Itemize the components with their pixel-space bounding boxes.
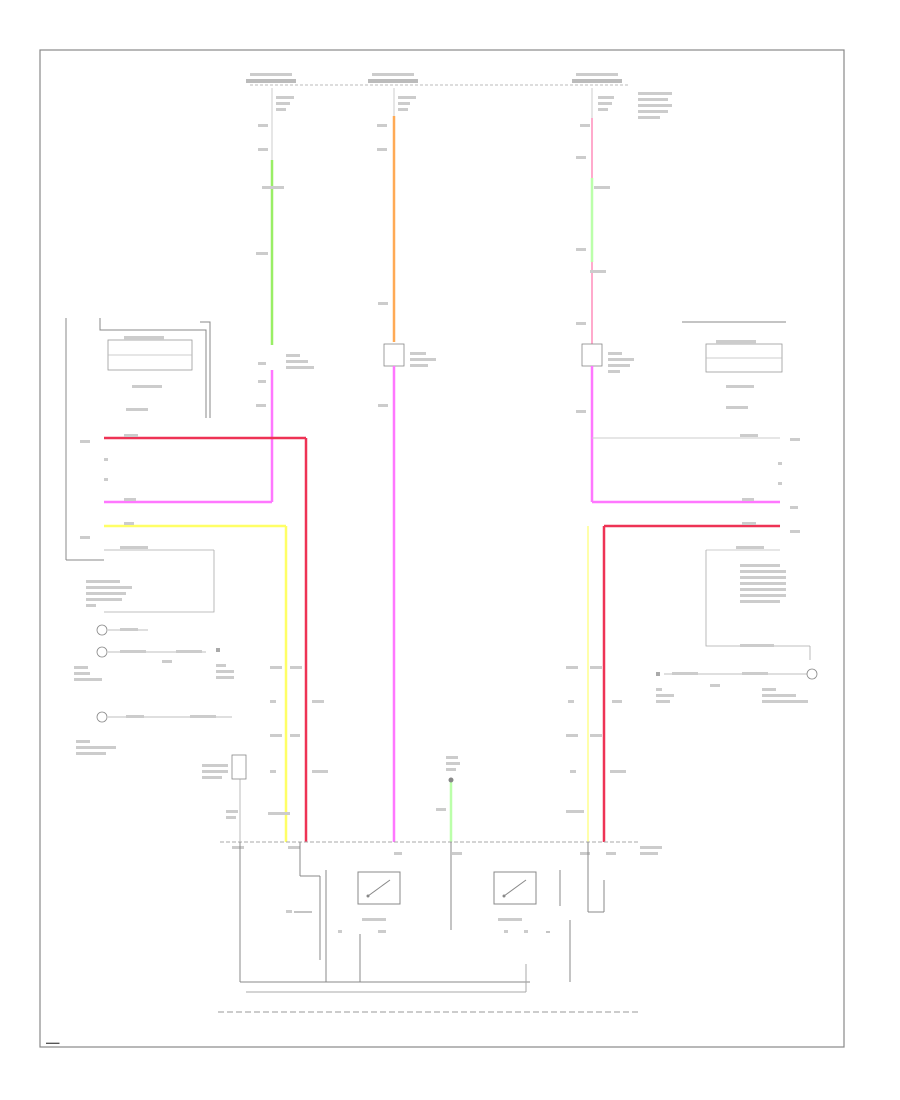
left-seat-switch [65, 318, 211, 561]
right-connector-label [576, 186, 634, 413]
seat-heater-control-unit [239, 842, 605, 993]
right-relay-box [581, 343, 603, 367]
diagram-frame [39, 49, 845, 1048]
right-seat-switch [682, 321, 786, 409]
fuse-label-right [572, 73, 622, 83]
footer-mark: ▬▬▬ [46, 1040, 60, 1045]
ground-point [448, 777, 454, 783]
fuse-text-center [377, 96, 416, 151]
center-relay-box [383, 343, 405, 367]
left-seat-components [74, 550, 247, 842]
left-wire-labels [104, 434, 148, 549]
left-connector-label [256, 186, 314, 407]
fuse-text-left [258, 96, 294, 151]
fuse-label-left [246, 73, 296, 83]
right-wire-labels [736, 434, 800, 549]
right-seat-components [656, 550, 818, 703]
control-unit-pin-labels [232, 846, 662, 855]
fuse-text-right [576, 92, 672, 159]
center-connector-label [378, 302, 436, 407]
ground-label [436, 756, 460, 811]
fuse-label-center [368, 73, 418, 83]
right-connector-pins [566, 666, 626, 813]
left-connector-pins [268, 666, 328, 815]
